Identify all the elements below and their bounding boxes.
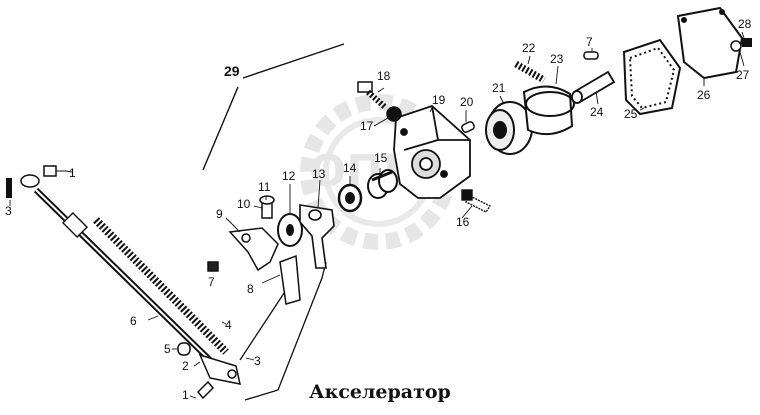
callout-6: 6 [130,314,137,328]
callout-9: 9 [216,207,223,221]
callout-24: 24 [590,105,604,119]
part-24-pin [571,70,616,104]
callout-21: 21 [492,81,506,95]
part-27-28-screw [730,38,752,52]
part-19-housing [393,104,471,199]
part-26-cover [676,6,744,80]
callout-22: 22 [522,41,536,55]
callout-25: 25 [624,107,638,121]
callout-8: 8 [247,282,254,296]
callout-19: 19 [432,93,446,107]
callout-20: 20 [460,95,474,109]
part-20-pin [461,121,475,133]
part-linkage-wire [239,261,327,401]
diagram-title: Акселератор [309,381,451,403]
part-23-clamp [522,85,575,136]
part-2-clevis [177,342,241,400]
callout-27: 27 [736,68,750,82]
part-22-spring [514,60,546,84]
callout-14: 14 [343,161,357,175]
callout-7-top: 7 [586,35,593,49]
part-4-spring [93,217,229,355]
callout-17: 17 [360,119,374,133]
callout-3-left: 3 [5,204,12,218]
callout-16: 16 [456,215,470,229]
callout-2: 2 [182,359,189,373]
part-17-18-screw [357,81,402,122]
part-14-bushing [337,183,363,213]
callout-labels: 1 3 4 3 1 2 5 6 8 7 9 10 11 12 13 14 15 … [5,17,752,402]
part-7-pin-top [583,51,599,60]
callout-5: 5 [164,342,171,356]
callout-7-left: 7 [208,275,215,289]
part-25-gasket [622,38,682,116]
part-12-washer [277,213,303,247]
group-29-bracket [202,43,345,171]
part-10-11-bolt [259,195,275,219]
callout-15: 15 [374,151,388,165]
callout-3-bottom: 3 [254,354,261,368]
part-8-bracket [279,254,301,305]
callout-1-top: 1 [69,166,76,180]
part-6-rod [6,174,215,365]
part-9-lever [207,227,279,272]
callout-29: 29 [224,63,240,79]
callout-26: 26 [697,88,711,102]
callout-10: 10 [237,197,251,211]
part-15-shaft [367,169,398,199]
part-13-lever [299,204,335,269]
callout-13: 13 [312,167,326,181]
part-16-bolt [461,189,492,213]
callout-28: 28 [738,17,752,31]
callout-23: 23 [550,52,564,66]
callout-12: 12 [282,169,296,183]
leader-lines [9,31,745,399]
callout-18: 18 [377,69,391,83]
callout-11: 11 [258,180,271,194]
callout-1-bottom: 1 [182,388,189,402]
part-1-bolt-top [43,165,66,177]
callout-4: 4 [225,318,232,332]
